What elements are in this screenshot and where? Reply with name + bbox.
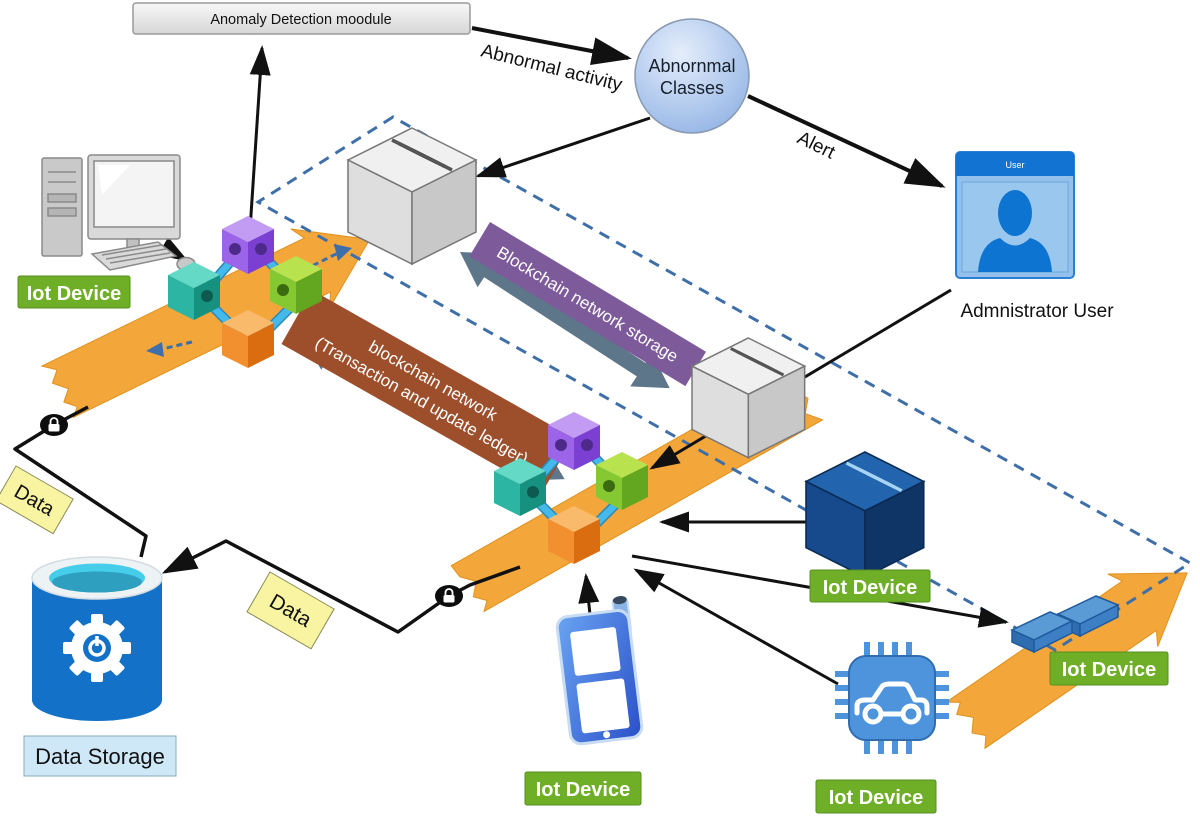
svg-text:Data Storage: Data Storage xyxy=(35,744,165,769)
lock-icon-left xyxy=(40,414,68,436)
arrow-classes-to-server xyxy=(475,116,651,178)
car-chip-icon xyxy=(835,642,949,754)
cube-purple xyxy=(222,216,274,274)
data-label-left: Data xyxy=(0,465,74,535)
orange-flow-band-right xyxy=(944,572,1188,750)
car-glyph xyxy=(854,681,930,725)
server-vents xyxy=(845,461,903,493)
storage-banner: Blockchain network storage xyxy=(469,221,707,387)
cube-green xyxy=(270,256,322,314)
iot-device-label-server: Iot Device xyxy=(809,569,931,603)
cube-green xyxy=(596,452,648,510)
cube-orange xyxy=(548,506,600,564)
svg-text:Iot Device: Iot Device xyxy=(823,577,917,599)
iot-device-label-tags: Iot Device xyxy=(1049,651,1169,686)
desktop-computer-icon xyxy=(41,154,196,272)
data-label-bottom: Data xyxy=(246,571,335,650)
ledger-banner: blockchain network (Transaction and upda… xyxy=(281,290,574,492)
svg-text:Iot Device: Iot Device xyxy=(829,787,923,809)
storage-sync-arrow xyxy=(460,252,670,389)
abnormal-classes-line2: Classes xyxy=(660,78,724,98)
svg-text:Iot Device: Iot Device xyxy=(27,283,121,305)
phone-icon xyxy=(555,596,644,746)
iot-device-label-car: Iot Device xyxy=(815,779,937,814)
server-icon-1 xyxy=(346,127,478,266)
blockchain-node-cluster-1 xyxy=(168,216,322,368)
cube-teal xyxy=(494,458,546,516)
iot-tag-boxes xyxy=(1010,595,1120,654)
arrow-module-to-classes xyxy=(471,26,632,65)
server-vents xyxy=(730,347,785,377)
administrator-user-card: User xyxy=(955,151,1075,279)
gear-icon xyxy=(63,614,131,682)
blockchain-node-cluster-2 xyxy=(494,412,648,564)
anomaly-module-label: Anomaly Detection moodule xyxy=(210,12,391,28)
iot-device-label-computer: Iot Device xyxy=(17,275,131,309)
administrator-user-caption: Admnistrator User xyxy=(960,301,1114,322)
data-storage-cylinder xyxy=(31,556,163,721)
iot-server-icon xyxy=(804,451,926,579)
dashed-flow-arrow-left xyxy=(146,340,193,357)
chip-pins xyxy=(835,642,949,754)
anomaly-detection-module-box: Anomaly Detection moodule xyxy=(132,2,471,35)
lock-icon-bottom xyxy=(435,585,463,607)
abnormal-classes-node: Abnornmal Classes xyxy=(634,18,750,134)
abnormal-activity-label: Abnormal activity xyxy=(479,40,625,95)
data-path-bottom xyxy=(161,539,521,634)
arrow-car-to-node xyxy=(633,568,839,686)
data-storage-label: Data Storage xyxy=(23,735,177,777)
dashed-network-boundary xyxy=(255,115,1193,652)
server-icon-2 xyxy=(690,337,807,459)
iot-device-label-phone: Iot Device xyxy=(524,771,642,806)
arrow-node-to-anomaly xyxy=(248,45,271,231)
svg-text:Iot Device: Iot Device xyxy=(536,779,630,801)
abnormal-classes-line1: Abnornmal xyxy=(648,56,735,76)
user-avatar-icon xyxy=(978,190,1052,272)
cube-teal xyxy=(168,262,220,320)
server-vents xyxy=(391,138,453,172)
arrow-alert-to-admin xyxy=(747,94,946,188)
cube-purple xyxy=(548,412,600,470)
svg-text:Iot Device: Iot Device xyxy=(1062,659,1156,681)
user-window-title: User xyxy=(1005,160,1024,170)
cube-orange xyxy=(222,310,274,368)
